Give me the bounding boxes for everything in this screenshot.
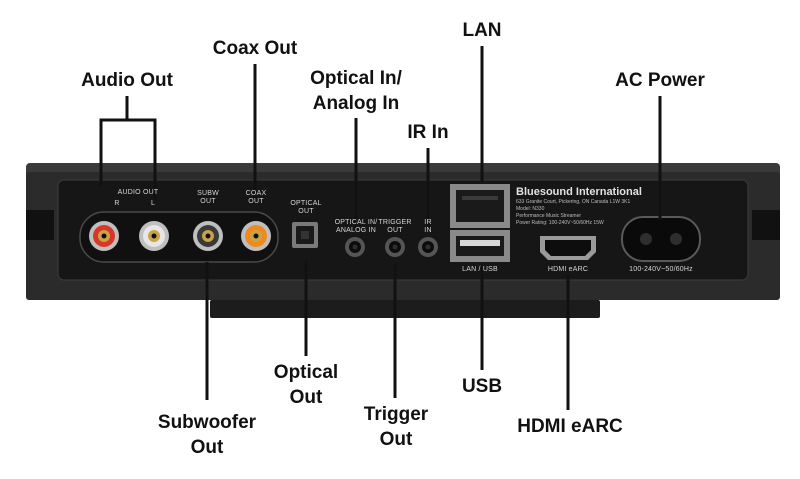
panel-label-r: R (114, 200, 120, 207)
callout-ir-in: IR In (407, 122, 449, 143)
ir-in-jack[interactable] (418, 237, 438, 257)
callout-optical-out: Optical Out (260, 360, 352, 410)
usb-port[interactable] (450, 230, 510, 262)
brand-block: Bluesound International 633 Granite Cour… (516, 186, 642, 227)
panel-label-power-rating: 100-240V~50/60Hz (629, 266, 693, 273)
panel-label-ir: IR IN (418, 219, 438, 235)
panel-label-coax-line2: OUT (248, 198, 264, 205)
callout-optical-analog-in: Optical In/ Analog In (300, 66, 412, 116)
panel-label-trigger: TRIGGER OUT (377, 219, 413, 235)
callout-optical-analog-in-line1: Optical In/ (310, 68, 402, 89)
brand-model: Model: N330 (516, 206, 545, 212)
panel-label-optical-in: OPTICAL IN/ ANALOG IN (331, 219, 381, 235)
panel-label-ir-line2: IN (424, 227, 432, 234)
panel-label-hdmi-earc: HDMI eARC (547, 266, 589, 273)
panel-label-coax-line1: COAX (245, 190, 267, 197)
brand-power: Power Rating: 100-240V~50/60Hz 15W (516, 220, 604, 226)
leader-lines (99, 46, 662, 410)
brand-address: 633 Granite Court, Pickering, ON Canada … (516, 199, 631, 205)
panel-label-subw: SUBW OUT (188, 190, 228, 206)
panel-label-lan-usb: LAN / USB (462, 266, 498, 273)
optical-analog-in-jack[interactable] (345, 237, 365, 257)
chassis-base (210, 300, 600, 318)
callout-lan: LAN (462, 20, 502, 41)
panel-label-ir-line1: IR (424, 219, 432, 226)
rca-jack-l[interactable] (139, 221, 169, 251)
callout-optical-out-line1: Optical (273, 362, 339, 383)
callout-subwoofer-out-line2: Out (190, 437, 224, 458)
panel-label-trigger-line1: TRIGGER (378, 219, 412, 226)
rca-subpanel (79, 211, 279, 263)
callout-audio-out: Audio Out (81, 70, 173, 91)
panel-label-coax: COAX OUT (236, 190, 276, 206)
callout-hdmi-earc: HDMI eARC (517, 416, 623, 437)
panel-label-optical-out: OPTICAL OUT (284, 200, 328, 216)
optical-out-port[interactable] (292, 222, 318, 248)
panel-label-subw-line1: SUBW (197, 190, 219, 197)
callout-optical-analog-in-line2: Analog In (312, 93, 400, 114)
lan-port[interactable] (450, 184, 510, 228)
callout-subwoofer-out: Subwoofer Out (150, 410, 264, 460)
callout-coax-out: Coax Out (212, 38, 298, 59)
panel-label-l: L (150, 200, 156, 207)
callout-optical-out-line2: Out (289, 387, 323, 408)
brand-description: Performance Music Streamer (516, 213, 582, 219)
panel-label-optical-in-line1: OPTICAL IN/ (334, 219, 378, 226)
panel-label-optical-in-line2: ANALOG IN (336, 227, 376, 234)
panel-label-audio-out: AUDIO OUT (117, 189, 159, 196)
callout-trigger-out-line1: Trigger (363, 404, 429, 425)
callout-usb: USB (461, 376, 503, 397)
chassis-right-slot (752, 210, 780, 240)
panel-label-subw-line2: OUT (200, 198, 216, 205)
chassis-left-slot (26, 210, 54, 240)
callout-trigger-out: Trigger Out (350, 402, 442, 452)
rca-jack-subwoofer[interactable] (193, 221, 223, 251)
callout-trigger-out-line2: Out (379, 429, 413, 450)
rca-jack-coax[interactable] (241, 221, 271, 251)
rca-jack-r[interactable] (89, 221, 119, 251)
panel-label-optical-line2: OUT (298, 208, 314, 215)
trigger-out-jack[interactable] (385, 237, 405, 257)
hdmi-earc-port[interactable] (540, 236, 596, 260)
callout-subwoofer-out-line1: Subwoofer (157, 412, 257, 433)
ac-power-inlet[interactable] (621, 216, 701, 262)
panel-label-trigger-line2: OUT (387, 227, 403, 234)
callout-ac-power: AC Power (615, 70, 705, 91)
brand-name: Bluesound International (516, 186, 642, 198)
panel-label-optical-line1: OPTICAL (290, 200, 322, 207)
